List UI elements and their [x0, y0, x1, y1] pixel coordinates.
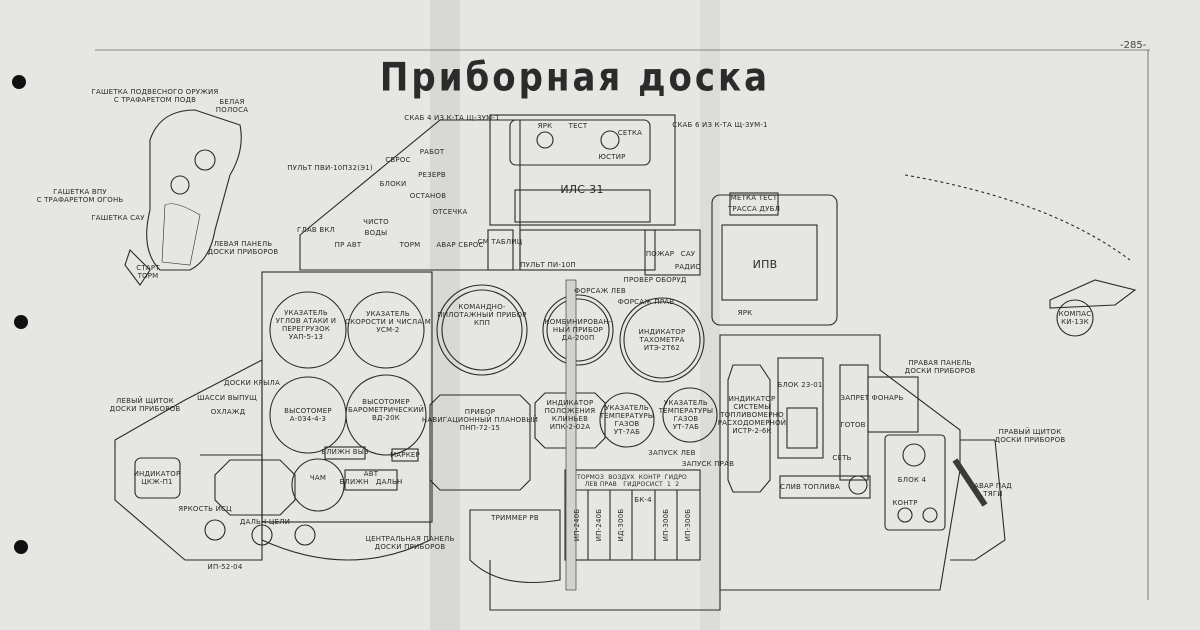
label-white-stripe: Белая полоса	[215, 98, 249, 114]
instrument-block23: Блок 23-01	[777, 381, 823, 389]
gauge-hydro-1: ИП-300Б	[662, 508, 670, 542]
emergency-reset-switch[interactable]: АВАР СБРОС	[436, 241, 484, 249]
callout-left-panel: Левая панель доски приборов	[207, 240, 279, 256]
hud-grid-knob[interactable]: СЕТКА	[617, 129, 643, 137]
gear-down-light: ШАССИ ВЫПУЩ	[197, 394, 257, 402]
instrument-fuel-indicator: Индикатор системы топливомерно расходоме…	[717, 395, 787, 435]
gauge-brake-left: ИП-240Б	[573, 508, 581, 542]
instrument-usm: Указатель скорости и числа М УСМ-2	[344, 310, 432, 334]
ready-light: ГОТОВ	[840, 421, 866, 429]
callout-central-panel: Центральная панель доски приборов	[365, 535, 455, 551]
ipv-brightness-button[interactable]: ЯРК	[737, 309, 753, 317]
instrument-ipk: Индикатор положения клиньев ИПК-2-02А	[544, 399, 596, 431]
target-range-knob[interactable]: ДАЛЬН ЦЕЛИ	[239, 518, 291, 526]
pvi-stop-light: ОСТАНОВ	[409, 192, 447, 200]
hud-brightness-knob[interactable]: ЯРК	[537, 122, 553, 130]
instrument-egt-left: Указатель температуры газов УТ-7АБ	[599, 404, 655, 436]
instrument-ip52: ИП-52-04	[207, 563, 243, 571]
near-light: БЛИЖН ВЫЗ	[321, 448, 369, 456]
instrument-kpp: Командно- пилотажный прибор КПП	[437, 303, 527, 327]
instrument-da200: Комбинирован- ный прибор ДА-200П	[544, 318, 612, 342]
cutoff-switch[interactable]: ОТСЕЧКА	[432, 208, 468, 216]
instrument-cham: ЧАМ	[309, 474, 327, 482]
pi-table-label: СМ ТАБЛИЦ	[477, 238, 523, 246]
instrument-block4: Блок 4	[897, 476, 927, 484]
callout-skab4: Скаб 4 из к-та Щ-3УМ-1	[404, 114, 500, 122]
callout-left-shield: Левый щиток доски приборов	[109, 397, 181, 413]
control-button[interactable]: КОНТР	[892, 499, 918, 507]
callout-skab6: Скаб 6 из к-та Щ-3УМ-1	[672, 121, 768, 129]
network-switch[interactable]: СЕТЬ	[832, 454, 852, 462]
left-panel-outline	[299, 119, 521, 271]
warning-light-radio: РАДИО	[674, 263, 702, 271]
hud-adjust-label: ЮСТИР	[598, 153, 626, 161]
page-number: -285-	[1120, 40, 1147, 51]
binder-hole	[14, 540, 28, 554]
trim-label: ТРИММЕР РВ	[491, 514, 539, 522]
warning-light-fire: ПОЖАР	[645, 250, 675, 258]
instrument-egt-right: Указатель температуры газов УТ-7АБ	[658, 399, 714, 431]
bk4-label: БК-4	[634, 496, 652, 504]
control-stick-drawing	[124, 109, 242, 286]
warning-light-check: ПРОВЕР ОБОРУД	[623, 276, 687, 284]
pvi-reserve-light: РЕЗЕРВ	[418, 171, 446, 179]
warning-light-sau: САУ	[680, 250, 696, 258]
ipv-trace[interactable]: ТРАССА ДУБЛ	[727, 205, 781, 213]
pi-panel-name: Пульт ПИ-10П	[520, 261, 576, 269]
afterburner-left-light: ФОРСАЖ ЛЕВ	[574, 287, 626, 295]
ipv-display-name: ИПВ	[752, 258, 778, 271]
instrument-baro-altimeter: Высотомер барометрический ВД-20К	[347, 398, 425, 422]
fuel-dump-label: СЛИВ ТОПЛИВА	[780, 483, 840, 491]
label-start-brake: Старт торм	[136, 264, 160, 280]
pvi-work-light: РАБОТ	[419, 148, 445, 156]
water-switch[interactable]: ВОДЫ	[364, 229, 388, 237]
gauge-brake-right: ИП-240Б	[595, 508, 603, 542]
pvi-reset-button[interactable]: СБРОС	[385, 156, 411, 164]
pvi-blocks-label: БЛОКИ	[379, 180, 407, 188]
label-weapon-trigger: Гашетка подвесного оружия с трафаретом п…	[91, 88, 219, 104]
clean-label: ЧИСТО	[363, 218, 389, 226]
instrument-uap: Указатель углов атаки и перегрузок УАП-5…	[275, 309, 337, 341]
cooling-knob[interactable]: ОХЛАЖД	[210, 408, 246, 416]
ipv-mark-test[interactable]: МЕТКА ТЕСТ	[730, 194, 778, 202]
main-on-switch[interactable]: ГЛАВ ВКЛ	[297, 226, 335, 234]
instrument-pnp: Прибор навигационный плановый ПНП-72-15	[421, 408, 539, 432]
instrument-compass: КОМПАС КИ-13К	[1058, 310, 1092, 326]
label-sau-trigger: Гашетка САУ	[91, 214, 145, 222]
callout-right-panel: Правая панель доски приборов	[904, 359, 976, 375]
hud-test-button[interactable]: ТЕСТ	[568, 122, 588, 130]
brightness-knob[interactable]: ЯРКОСТЬ ИСЦ	[178, 505, 232, 513]
binder-hole	[14, 315, 28, 329]
marker-light: МАРКЕР	[390, 451, 420, 459]
start-right-light: ЗАПУСК ПРАВ	[681, 460, 735, 468]
callout-right-shield: Правый щиток доски приборов	[994, 428, 1066, 444]
gauges-header: ТОРМОЗ ВОЗДУХ КОНТР ГИДРО ЛЕВ ПРАВ ГИДРО…	[577, 474, 687, 488]
gauge-air: ИД-300Б	[617, 508, 625, 542]
auto-switch[interactable]: ПР АВТ	[334, 241, 362, 249]
brake-switch[interactable]: ТОРМ	[399, 241, 421, 249]
canopy-lock-light: ЗАПРЕТ ФОНАРЬ	[840, 394, 904, 402]
instrument-tachometer: Индикатор тахометра ИТЭ-2Т62	[638, 328, 686, 352]
label-vpu-trigger: Гашетка ВПУ с трафаретом огонь	[36, 188, 124, 204]
instrument-altimeter: Высотомер А-034-4-3	[284, 407, 332, 423]
afterburner-right-light: ФОРСАЖ ПРАВ	[617, 298, 675, 306]
hud-name: ИЛС-31	[560, 183, 604, 196]
gauge-hydro-2: ИП-300Б	[684, 508, 692, 542]
auto-near-far-switch[interactable]: АВТ БЛИЖН ДАЛЬН	[339, 470, 403, 486]
binder-hole	[12, 75, 26, 89]
callout-pvi-console: Пульт ПВИ-10П32(Э1)	[287, 164, 373, 172]
flaps-light: ДОСКИ КРЫЛА	[224, 379, 280, 387]
page-title: Приборная доска	[379, 55, 771, 101]
emergency-jettison-handle[interactable]: АВАР ПАД ТЯГИ	[974, 482, 1012, 498]
instrument-cockpit-indicator: Индикатор ЦКЖ-П1	[133, 470, 181, 486]
start-left-light: ЗАПУСК ЛЕВ	[648, 449, 696, 457]
